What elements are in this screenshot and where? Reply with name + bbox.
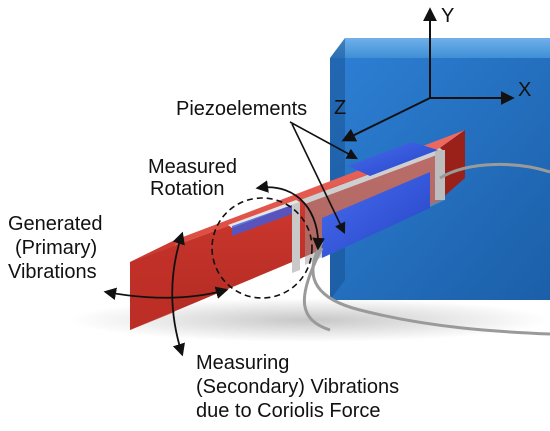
measured-rotation-label-line1: Measured [148,156,237,178]
coordinate-axes [341,7,515,142]
piezo-pointer-side [291,123,346,235]
measured-rotation-arrow [255,180,325,251]
z-axis-label: Z [334,97,347,119]
y-axis-label: Y [441,5,455,27]
measuring-vibrations-arrow [171,231,185,357]
floor-shadow [70,298,550,342]
generated-vibrations-label-line1: Generated [8,213,103,235]
measured-rotation-label-line2: Rotation [150,178,225,200]
x-axis-label: X [518,79,532,101]
measuring-vibrations-label-line2: (Secondary) Vibrations [196,376,400,398]
generated-vibrations-label-line3: Vibrations [8,261,97,283]
side-piezoelement [322,172,430,258]
z-axis-line [341,97,431,142]
piezo-pointer-top [289,121,358,160]
measuring-vibrations-label-line1: Measuring [196,352,290,374]
top-piezoelement [348,142,438,176]
generated-vibrations-label-line2: (Primary) [15,237,98,259]
generated-vibrations-arrow [103,286,229,301]
connection-wires [302,162,550,336]
piezoelements-label: Piezoelements [176,98,308,120]
measuring-vibrations-label-line3: due to Coriolis Force [196,400,381,422]
